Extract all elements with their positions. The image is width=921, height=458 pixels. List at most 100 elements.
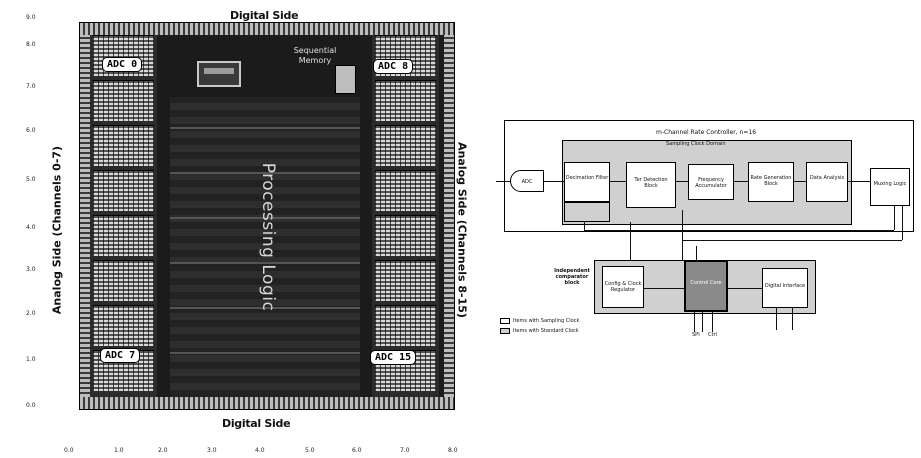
input-wire <box>496 181 510 182</box>
legend-swatch-sampling <box>500 318 510 324</box>
sequential-memory-label: Sequential Memory <box>287 46 343 66</box>
data-analysis-block: Data Analysis <box>806 162 848 202</box>
adc-cell <box>93 260 154 301</box>
sampling-domain-title: Sampling Clock Domain <box>666 141 726 147</box>
rate-generation-block: Rate Generation Block <box>748 162 794 202</box>
wire <box>644 288 684 289</box>
legend-swatch-standard <box>500 328 510 334</box>
decimation-block: Decimation Filter <box>564 162 610 202</box>
left-pad-ring <box>80 35 90 397</box>
y-tick: 5.0 <box>26 176 36 183</box>
adc-cell <box>375 305 436 346</box>
wire <box>682 240 902 241</box>
adc-cell <box>375 170 436 211</box>
muxing-logic-label: Muxing Logic <box>871 169 909 187</box>
sequential-memory-block <box>335 65 356 94</box>
wire <box>734 181 748 182</box>
detection-label: Ter Detection Block <box>627 163 675 189</box>
x-tick: 0.0 <box>64 447 74 454</box>
adc-block-label: ADC <box>511 171 543 185</box>
y-tick: 0.0 <box>26 402 36 409</box>
adc-label-bottom-left: ADC 7 <box>100 348 140 363</box>
wire <box>544 181 564 182</box>
chip-layout-panel: Digital Side Digital Side Analog Side (C… <box>0 0 470 458</box>
bottom-side-label: Digital Side <box>222 417 290 430</box>
config-regulator-label: Config & Clock Regulator <box>603 267 643 293</box>
wire <box>694 312 695 332</box>
wire <box>728 288 762 289</box>
wire <box>792 308 793 330</box>
pin-label-spi: SPI <box>692 332 700 338</box>
adc-cell <box>93 215 154 256</box>
wire <box>712 312 713 332</box>
adc-cell <box>93 125 154 166</box>
detection-block: Ter Detection Block <box>626 162 676 208</box>
adc-cell <box>93 305 154 346</box>
adc-cell <box>375 80 436 121</box>
x-tick: 5.0 <box>305 447 315 454</box>
right-pad-ring <box>444 35 454 397</box>
adc-column-left <box>90 35 157 397</box>
wire <box>610 181 626 182</box>
y-tick: 8.0 <box>26 41 36 48</box>
adc-cell <box>375 260 436 301</box>
legend-sampling-clock: Items with Sampling Clock <box>513 318 579 324</box>
legend-standard-clock: Items with Standard Clock <box>513 328 579 334</box>
adc-cell <box>93 80 154 121</box>
digital-interface-label: Digital Interface <box>763 269 807 289</box>
control-core-block: Control Core <box>684 260 728 312</box>
wire <box>682 210 683 260</box>
adc-column-right <box>372 35 439 397</box>
wire <box>676 181 688 182</box>
y-tick: 3.0 <box>26 266 36 273</box>
digital-interface-block: Digital Interface <box>762 268 808 308</box>
adc-label-top-right: ADC 8 <box>373 59 413 74</box>
y-tick: 7.0 <box>26 83 36 90</box>
top-side-label: Digital Side <box>230 9 298 22</box>
adc-cell <box>375 125 436 166</box>
comparator-side-label: Independent comparator block <box>552 268 592 286</box>
y-tick: 6.0 <box>26 127 36 134</box>
muxing-logic-block: Muxing Logic <box>870 168 910 206</box>
wire <box>584 222 585 230</box>
decimation-label: Decimation Filter <box>565 163 609 181</box>
adc-label-bottom-right: ADC 15 <box>370 350 416 365</box>
wire <box>902 206 903 240</box>
control-block <box>197 61 241 87</box>
wire <box>584 230 894 231</box>
rate-controller-title: m-Channel Rate Controller, n=16 <box>656 130 756 136</box>
accumulator-block: Frequency Accumulator <box>688 164 734 200</box>
accumulator-label: Frequency Accumulator <box>689 165 733 189</box>
chip-die: Processing Logic Sequential Memory ADC 0… <box>79 22 455 410</box>
rate-generation-label: Rate Generation Block <box>749 163 793 187</box>
data-analysis-label: Data Analysis <box>807 163 847 181</box>
y-tick: 4.0 <box>26 224 36 231</box>
x-tick: 2.0 <box>158 447 168 454</box>
wire <box>894 206 895 230</box>
adc-block: ADC <box>510 170 544 192</box>
right-side-label: Analog Side (Channels 8-15) <box>456 142 469 318</box>
adc-cell <box>93 170 154 211</box>
y-tick: 1.0 <box>26 356 36 363</box>
wire <box>776 308 777 330</box>
pin-label-ctrl: Ctrl <box>708 332 717 338</box>
x-tick: 1.0 <box>114 447 124 454</box>
x-tick: 8.0 <box>448 447 458 454</box>
control-core-label: Control Core <box>686 262 726 286</box>
bottom-pad-ring <box>80 397 454 409</box>
left-side-label: Analog Side (Channels 0-7) <box>51 146 64 314</box>
decimation-sub-block <box>564 202 610 222</box>
x-tick: 6.0 <box>352 447 362 454</box>
adc-label-top-left: ADC 0 <box>102 57 142 72</box>
config-regulator-block: Config & Clock Regulator <box>602 266 644 308</box>
wire <box>794 181 806 182</box>
x-tick: 7.0 <box>400 447 410 454</box>
adc-cell <box>375 215 436 256</box>
top-pad-ring <box>80 23 454 35</box>
wire <box>702 312 703 332</box>
block-diagram-panel: m-Channel Rate Controller, n=16 Sampling… <box>496 118 921 368</box>
processing-logic-label: Processing Logic <box>258 163 278 312</box>
y-tick: 2.0 <box>26 310 36 317</box>
y-tick: 9.0 <box>26 14 36 21</box>
x-tick: 4.0 <box>255 447 265 454</box>
